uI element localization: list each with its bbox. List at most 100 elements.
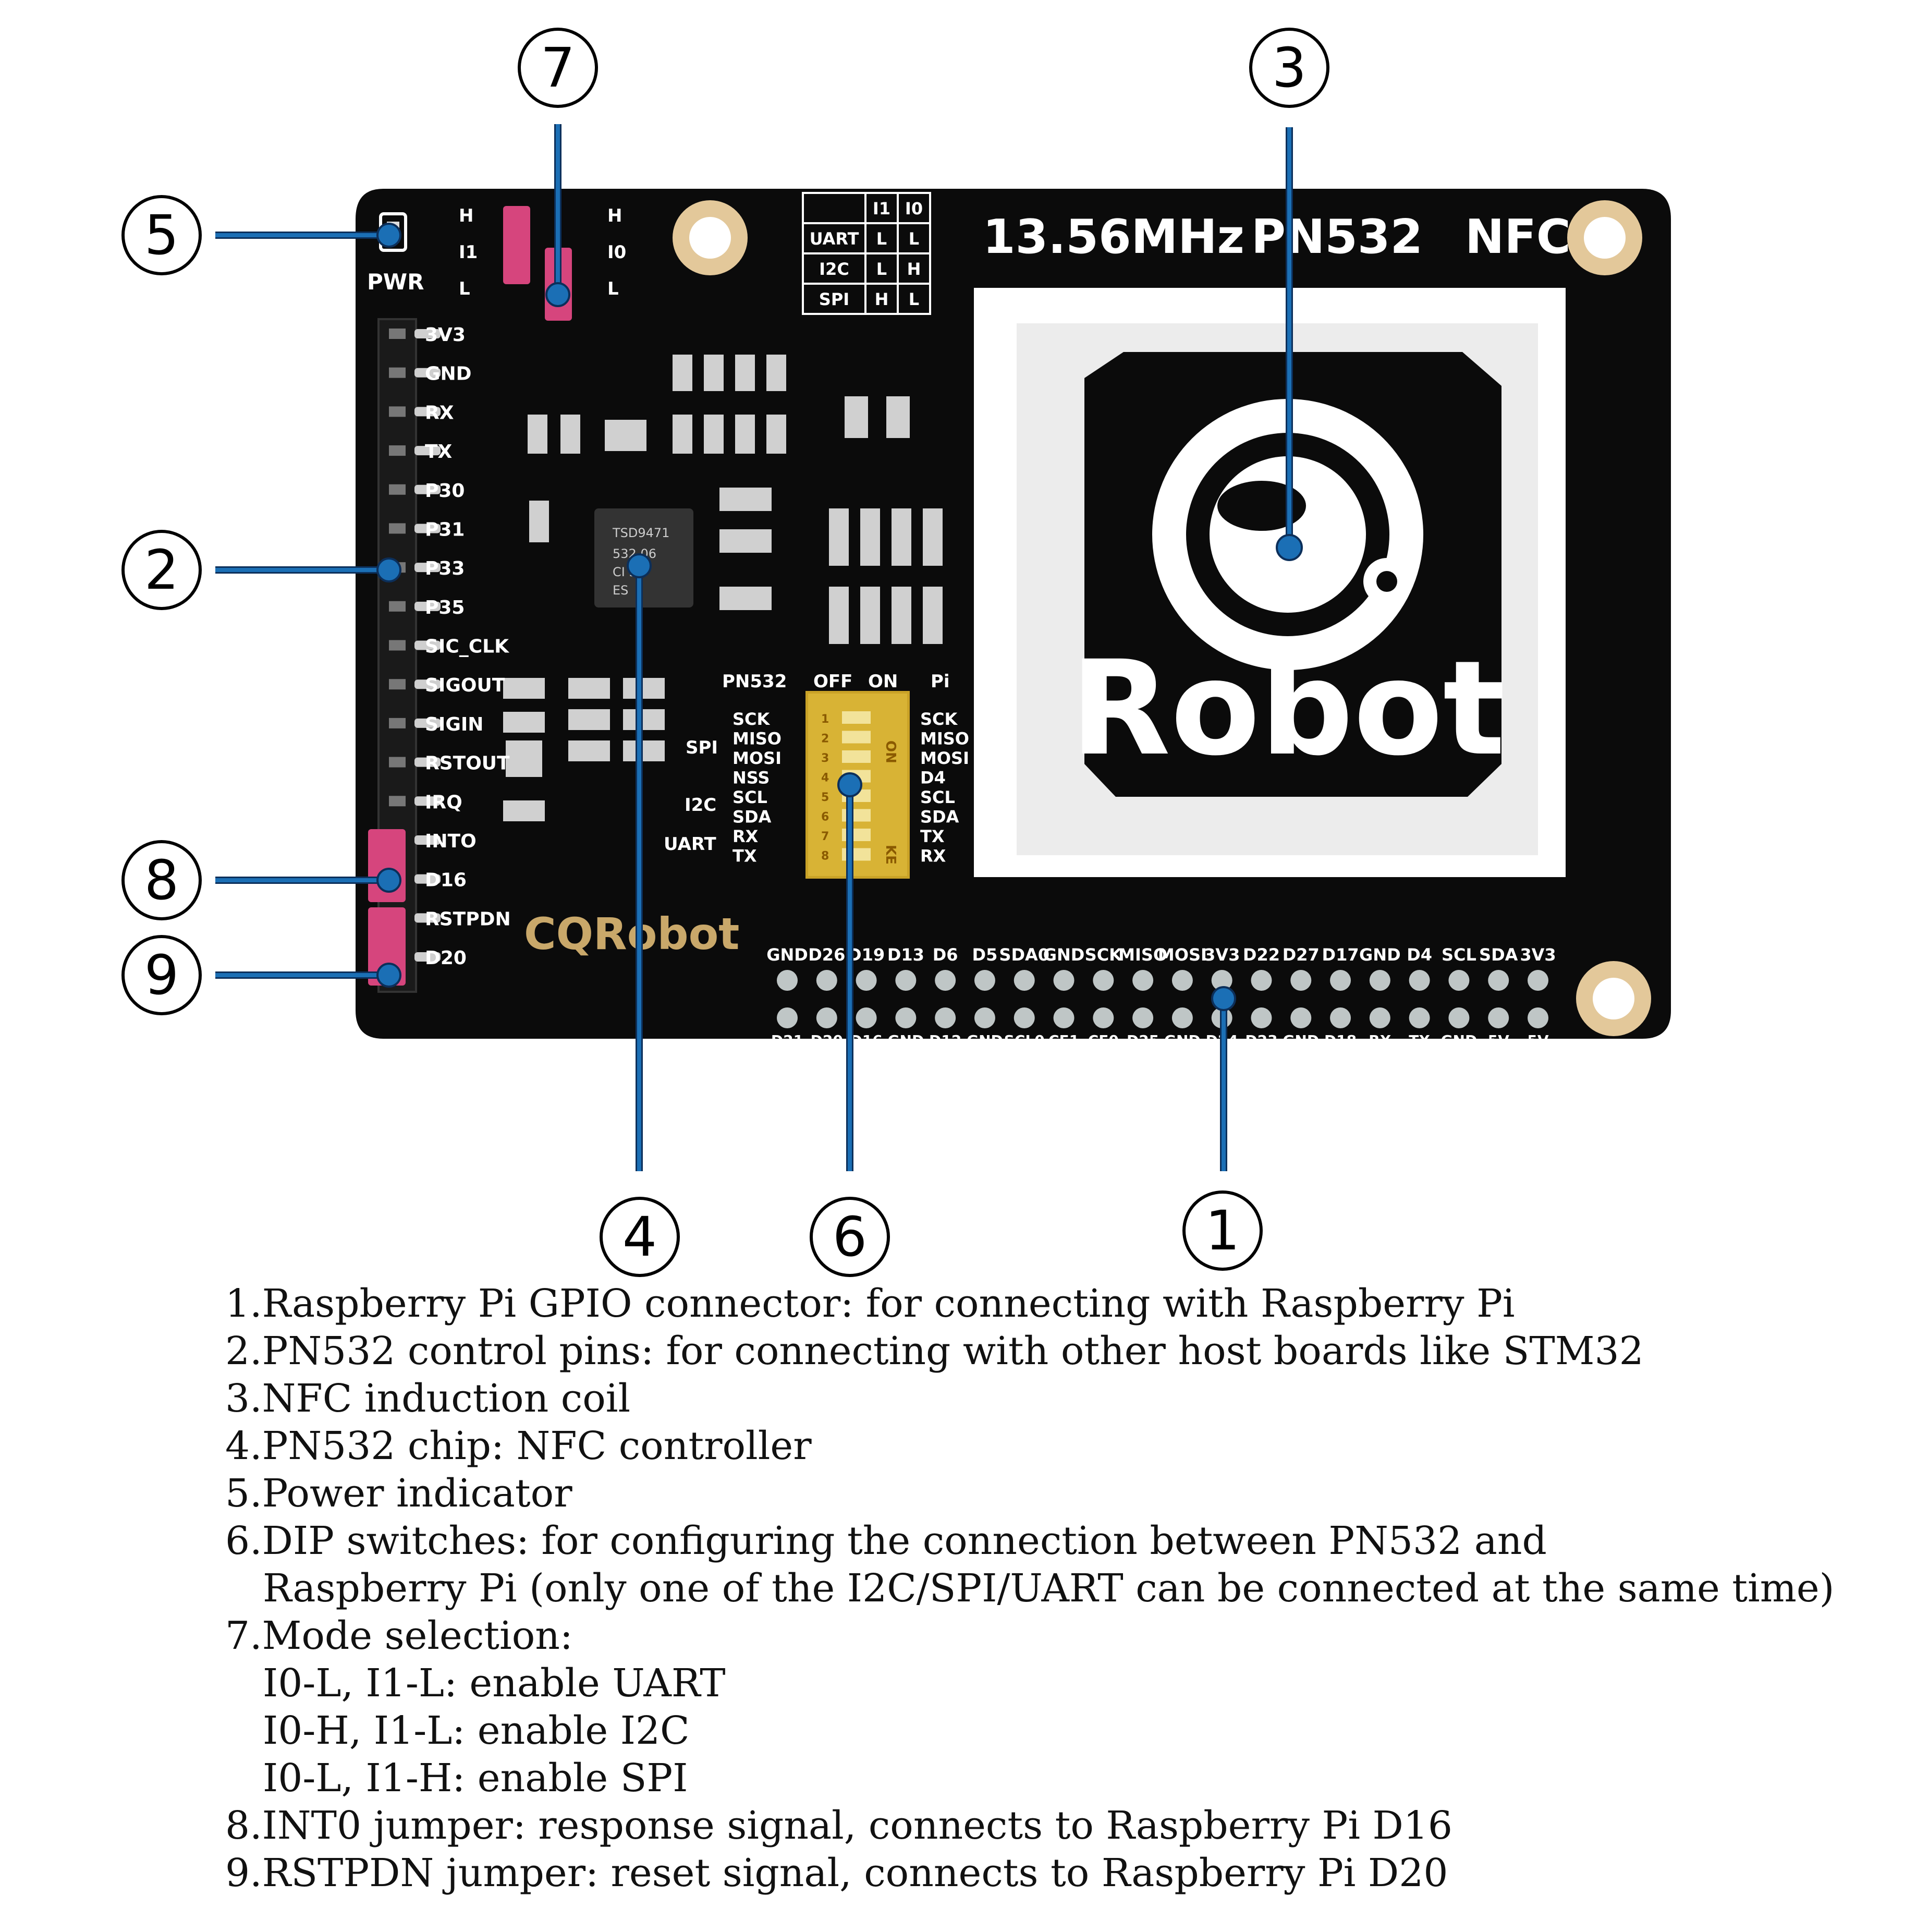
left-pin-label: IRQ <box>425 792 462 813</box>
left-pin-lead <box>414 913 441 923</box>
gpio-top-label: GND <box>1359 945 1401 965</box>
dip-group-uart: UART <box>664 834 717 855</box>
left-pin-lead <box>414 407 441 417</box>
dip-group-spi: SPI <box>686 737 718 758</box>
mounting-hole-top-right <box>1567 200 1642 275</box>
mode-table-text: I2C <box>819 259 849 279</box>
gpio-top-label: SDA <box>1479 945 1518 965</box>
left-pin <box>389 406 406 417</box>
left-pin-label: 3V3 <box>425 324 466 346</box>
gpio-pin-top <box>1528 970 1548 991</box>
gpio-pin-top <box>1053 970 1075 991</box>
dip-switch-number: 4 <box>821 772 829 785</box>
left-pin-label: TX <box>425 441 453 463</box>
mode-table-text: L <box>876 259 887 279</box>
gpio-pin-bottom <box>895 1007 917 1028</box>
left-pin-lead <box>414 368 441 378</box>
gpio-pin-bottom <box>1369 1007 1390 1028</box>
mounting-hole-top-left <box>673 200 748 275</box>
gpio-bottom-label: RX <box>1369 1032 1391 1049</box>
legend-item-9: 9.RSTPDN jumper: reset signal, connects … <box>225 1851 1448 1895</box>
dip-switch-number: 3 <box>821 752 829 765</box>
gpio-pin-top <box>816 970 837 991</box>
gpio-bottom-label: SCL0 <box>1004 1032 1045 1049</box>
callout-circle-3 <box>1249 28 1329 108</box>
callout-circle-8 <box>121 840 202 920</box>
gpio-bottom-label: D12 <box>929 1032 961 1049</box>
gpio-pin-bottom <box>1448 1007 1470 1028</box>
gpio-pin-bottom <box>856 1007 877 1028</box>
left-pin-lead <box>414 601 441 611</box>
gpio-pin-top <box>1369 970 1390 991</box>
dip-right-label: SCL <box>920 787 955 807</box>
left-pin-lead <box>414 446 441 456</box>
gpio-top-label: D4 <box>1407 945 1432 965</box>
gpio-pin-top <box>1014 970 1035 991</box>
svg-text:I0: I0 <box>607 242 626 263</box>
mounting-hole-bottom-right <box>1576 961 1651 1036</box>
callout-number-6: 6 <box>833 1205 867 1269</box>
dip-switch-number: 2 <box>821 733 829 746</box>
left-pin-lead <box>414 329 441 338</box>
gpio-bottom-label: GND <box>888 1032 924 1049</box>
gpio-bottom-label: D16 <box>850 1032 882 1049</box>
gpio-bottom-label: 5V <box>1527 1032 1548 1049</box>
gpio-bottom-label: GND <box>1441 1032 1478 1049</box>
dip-switch-number: 1 <box>821 713 829 726</box>
legend-item-8: 8.INT0 jumper: response signal, connects… <box>225 1803 1453 1848</box>
mode-table-text: UART <box>810 229 859 249</box>
left-pin-lead <box>414 524 441 533</box>
gpio-pin-bottom <box>1409 1007 1430 1028</box>
gpio-pin-top <box>1251 970 1272 991</box>
gpio-bottom-label: CE0 <box>1088 1032 1119 1049</box>
dip-left-label: MISO <box>732 729 782 749</box>
dip-ke-marking: KE <box>883 845 898 865</box>
callout-dots <box>376 223 1303 1011</box>
left-pin-lead <box>414 796 441 806</box>
gpio-pin-bottom <box>1014 1007 1035 1028</box>
left-pin-lead <box>414 835 441 845</box>
gpio-pin-top <box>1330 970 1351 991</box>
left-pin-lead <box>414 679 441 689</box>
left-pin-label: GND <box>425 363 472 385</box>
callout-circle-1 <box>1182 1190 1263 1271</box>
legend-item-2: 2.PN532 control pins: for connecting wit… <box>225 1329 1644 1374</box>
gpio-pin-bottom <box>1093 1007 1114 1028</box>
svg-text:H: H <box>459 205 473 226</box>
gpio-pin-bottom <box>1488 1007 1509 1028</box>
mode-table-text: SPI <box>819 289 849 309</box>
gpio-header: GNDD21D26D20D19D16D13GNDD6D12D5GNDSDA0SC… <box>766 945 1556 1049</box>
gpio-top-label: D19 <box>848 945 885 965</box>
legend-item-4: 4.PN532 chip: NFC controller <box>225 1424 812 1468</box>
left-pin-label: INTO <box>425 831 477 852</box>
gpio-top-label: D26 <box>808 945 845 965</box>
callout-number-8: 8 <box>144 848 179 912</box>
left-pin <box>389 796 406 807</box>
legend-item-7-spi: I0-L, I1-H: enable SPI <box>263 1756 688 1801</box>
left-pin <box>389 445 406 456</box>
nfc-coil: Robot <box>974 288 1566 877</box>
gpio-top-label: D17 <box>1322 945 1359 965</box>
dip-right-label: RX <box>920 846 946 866</box>
gpio-pin-bottom <box>1132 1007 1154 1028</box>
gpio-pin-bottom <box>1290 1007 1312 1028</box>
callout-circle-7 <box>518 28 598 108</box>
gpio-top-label: SCK <box>1085 945 1123 965</box>
dip-switch-lever <box>842 731 871 744</box>
gpio-bottom-label: D23 <box>1245 1032 1277 1049</box>
left-pin <box>389 367 406 378</box>
gpio-pin-bottom <box>1053 1007 1075 1028</box>
gpio-pin-bottom <box>1528 1007 1548 1028</box>
gpio-pin-bottom <box>974 1007 995 1028</box>
legend-item-7-uart: I0-L, I1-L: enable UART <box>263 1661 726 1706</box>
left-pin-label: RSTPDN <box>425 908 511 930</box>
board-title-frequency: 13.56MHz <box>983 210 1244 264</box>
left-pin <box>389 679 406 690</box>
gpio-top-label: MOSI <box>1158 945 1207 965</box>
svg-text:L: L <box>459 278 470 299</box>
board-title-nfc: NFC <box>1465 210 1571 264</box>
gpio-pin-top <box>1488 970 1509 991</box>
